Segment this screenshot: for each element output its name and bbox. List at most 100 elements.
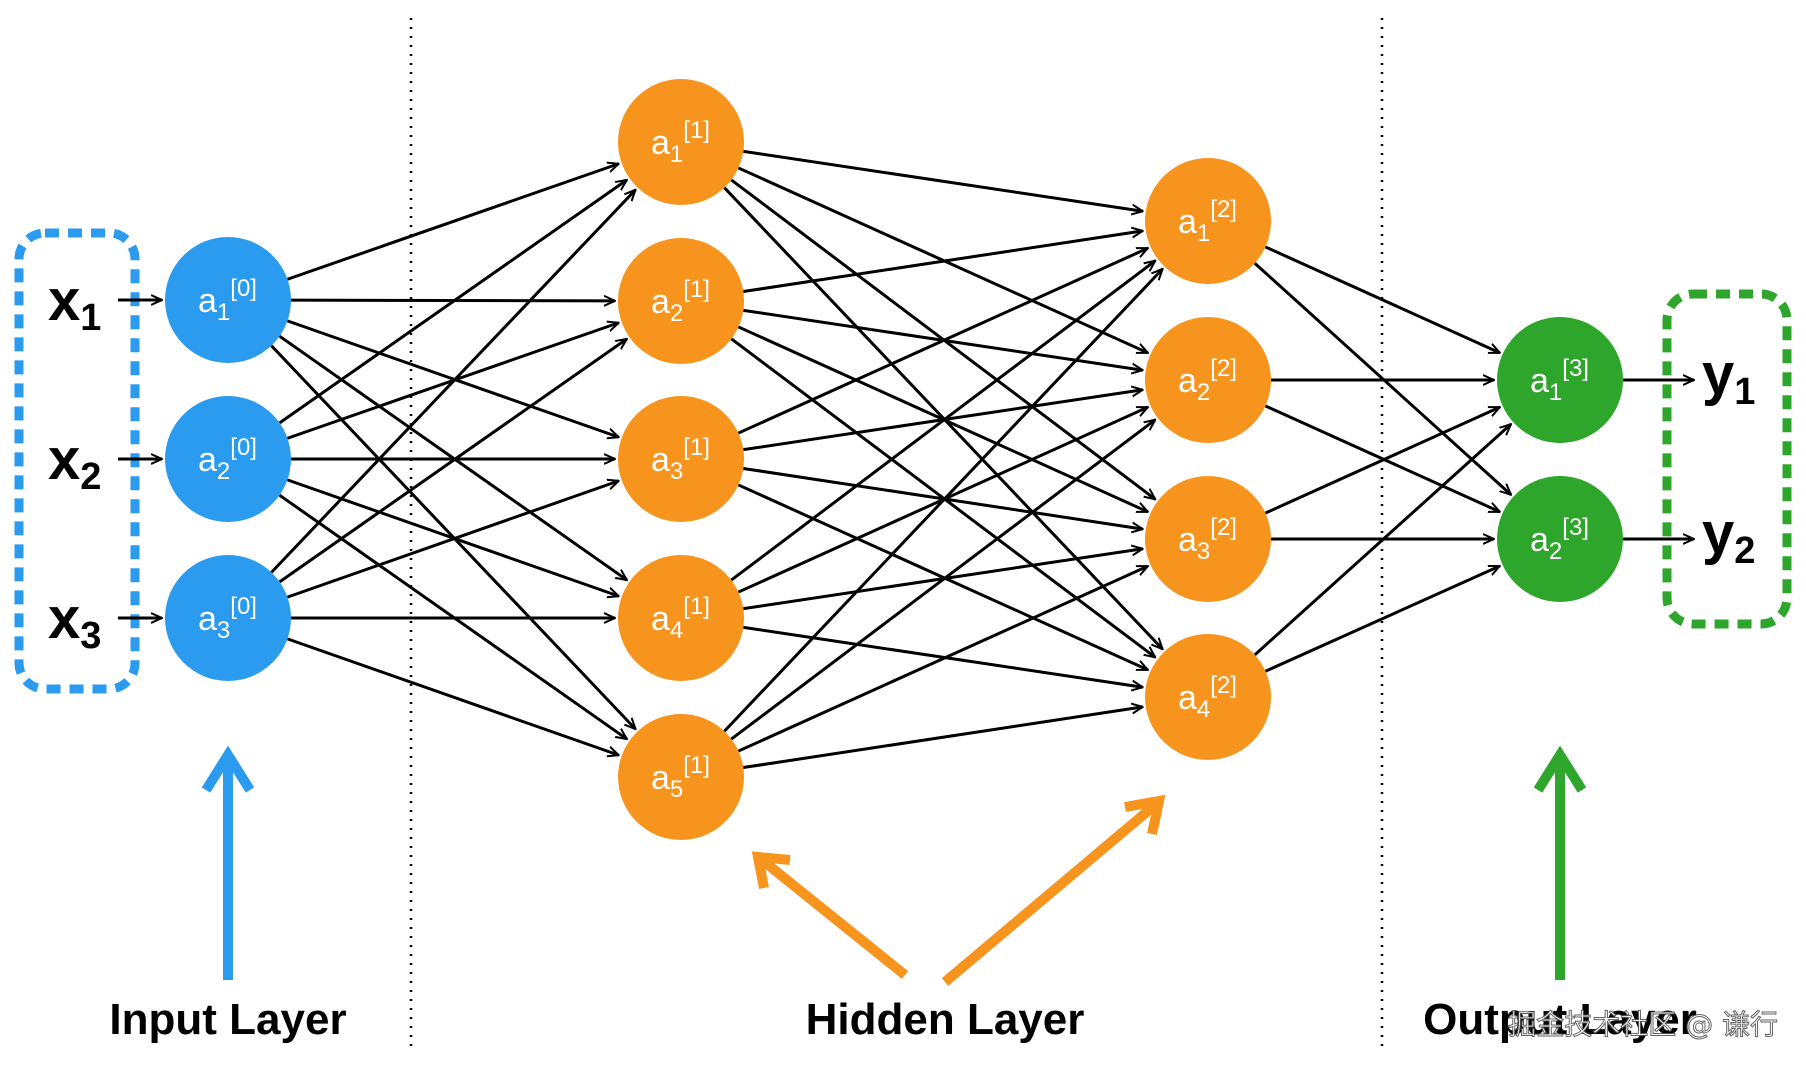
- node-label-sup: [2]: [1210, 672, 1237, 699]
- node-label-sup: [1]: [683, 593, 710, 620]
- node-label: a4[2]: [1178, 672, 1237, 723]
- node-label-sub: 3: [670, 458, 683, 485]
- node-layer1-3: a3[1]: [618, 396, 744, 522]
- edge-l0-n1-to-l1-n1: [286, 164, 618, 281]
- node-layer1-5: a5[1]: [618, 714, 744, 840]
- node-label-sub: 2: [1549, 538, 1562, 565]
- edge-l2-n1-to-l3-n1: [1264, 245, 1499, 355]
- input-layer-pointer-arrow: [201, 745, 255, 980]
- node-layer0-3: a3[0]: [165, 555, 291, 681]
- node-label-sub: 3: [1197, 538, 1210, 565]
- output-layer-label: Output Layer: [1423, 995, 1697, 1044]
- node-label-base: a: [1178, 362, 1197, 400]
- node-circle: [1497, 317, 1623, 443]
- input-label-3: x3: [48, 586, 101, 657]
- node-label-sup: [2]: [1210, 355, 1237, 382]
- node-label-sup: [0]: [230, 593, 257, 620]
- output-layer-pointer-arrow: [1533, 745, 1587, 980]
- node-label: a2[3]: [1530, 514, 1589, 565]
- node-layer1-2: a2[1]: [618, 238, 744, 364]
- node-layer1-1: a1[1]: [618, 79, 744, 205]
- edge-l1-n5-to-l2-n2: [730, 420, 1155, 741]
- edge-l0-n3-to-l1-n3: [286, 481, 618, 599]
- node-label: a1[1]: [651, 117, 710, 168]
- node-circle: [618, 555, 744, 681]
- node-label-sup: [1]: [683, 752, 710, 779]
- hidden-layer-pointer-arrow-left: [751, 851, 909, 979]
- node-layer2-1: a1[2]: [1145, 158, 1271, 284]
- node-circle: [618, 79, 744, 205]
- node-circle: [165, 237, 291, 363]
- node-layer3-2: a2[3]: [1497, 476, 1623, 602]
- node-label-base: a: [198, 282, 217, 320]
- output-label-1: y1: [1702, 342, 1755, 413]
- node-label-sup: [3]: [1562, 355, 1589, 382]
- input-label-2: x2: [48, 427, 101, 498]
- node-label-sub: 1: [1197, 220, 1210, 247]
- node-label-base: a: [651, 600, 670, 638]
- node-label: a1[3]: [1530, 355, 1589, 406]
- edge-l2-n3-to-l3-n1: [1264, 405, 1499, 515]
- edge-l1-n5-to-l2-n3: [737, 564, 1147, 753]
- node-label-sub: 5: [670, 776, 683, 803]
- node-circle: [1145, 476, 1271, 602]
- hidden-layer-label: Hidden Layer: [806, 995, 1085, 1044]
- edges: [270, 149, 1511, 770]
- node-label: a2[2]: [1178, 355, 1237, 406]
- node-label-sup: [1]: [683, 434, 710, 461]
- node-label-base: a: [1178, 521, 1197, 559]
- node-layer3-1: a1[3]: [1497, 317, 1623, 443]
- node-label-sup: [2]: [1210, 196, 1237, 223]
- node-layer2-3: a3[2]: [1145, 476, 1271, 602]
- node-label: a5[1]: [651, 752, 710, 803]
- node-layer2-2: a2[2]: [1145, 317, 1271, 443]
- node-circle: [618, 396, 744, 522]
- edge-l1-n3-to-l2-n1: [737, 246, 1147, 435]
- node-label-base: a: [198, 600, 217, 638]
- node-label: a4[1]: [651, 593, 710, 644]
- edge-l1-n4-to-l2-n1: [730, 261, 1155, 582]
- node-layer2-4: a4[2]: [1145, 634, 1271, 760]
- node-label-base: a: [651, 124, 670, 162]
- node-label-sup: [1]: [683, 117, 710, 144]
- node-label-sup: [0]: [230, 434, 257, 461]
- io-arrows: [118, 300, 1694, 618]
- node-label: a3[1]: [651, 434, 710, 485]
- output-label-2: y2: [1702, 501, 1755, 572]
- node-label-base: a: [651, 441, 670, 479]
- node-label: a1[0]: [198, 275, 257, 326]
- edge-l0-n3-to-l1-n5: [286, 637, 618, 755]
- edge-l2-n4-to-l3-n2: [1264, 564, 1499, 673]
- node-label-sub: 2: [670, 300, 683, 327]
- output-bracket: [1662, 289, 1792, 629]
- watermark: 掘金技术社区 @ 谦行: [1508, 1008, 1778, 1041]
- node-circle: [618, 238, 744, 364]
- node-label-sub: 2: [217, 458, 230, 485]
- edge-l2-n4-to-l3-n1: [1253, 424, 1511, 656]
- node-label-base: a: [1178, 679, 1197, 717]
- node-label-base: a: [651, 283, 670, 321]
- node-label-base: a: [198, 441, 217, 479]
- node-circle: [1145, 634, 1271, 760]
- node-circle: [165, 555, 291, 681]
- edge-l0-n3-to-l1-n2: [278, 339, 627, 584]
- node-circle: [1145, 158, 1271, 284]
- node-label-sup: [0]: [230, 275, 257, 302]
- node-label-sup: [1]: [683, 276, 710, 303]
- edge-l1-n2-to-l2-n1: [743, 231, 1142, 294]
- node-label: a1[2]: [1178, 196, 1237, 247]
- edge-l0-n2-to-l1-n1: [278, 180, 627, 425]
- input-bracket: [14, 228, 140, 694]
- node-label-base: a: [1530, 521, 1549, 559]
- node-label-sub: 4: [1197, 696, 1210, 723]
- node-label-base: a: [1530, 362, 1549, 400]
- node-layer0-1: a1[0]: [165, 237, 291, 363]
- nodes: a1[0]a2[0]a3[0]a1[1]a2[1]a3[1]a4[1]a5[1]…: [165, 79, 1623, 840]
- node-label-sub: 3: [217, 617, 230, 644]
- node-label: a2[1]: [651, 276, 710, 327]
- node-label-sub: 1: [217, 299, 230, 326]
- node-label: a3[0]: [198, 593, 257, 644]
- node-label-base: a: [651, 759, 670, 797]
- hidden-layer-pointer-arrow-right: [941, 794, 1166, 986]
